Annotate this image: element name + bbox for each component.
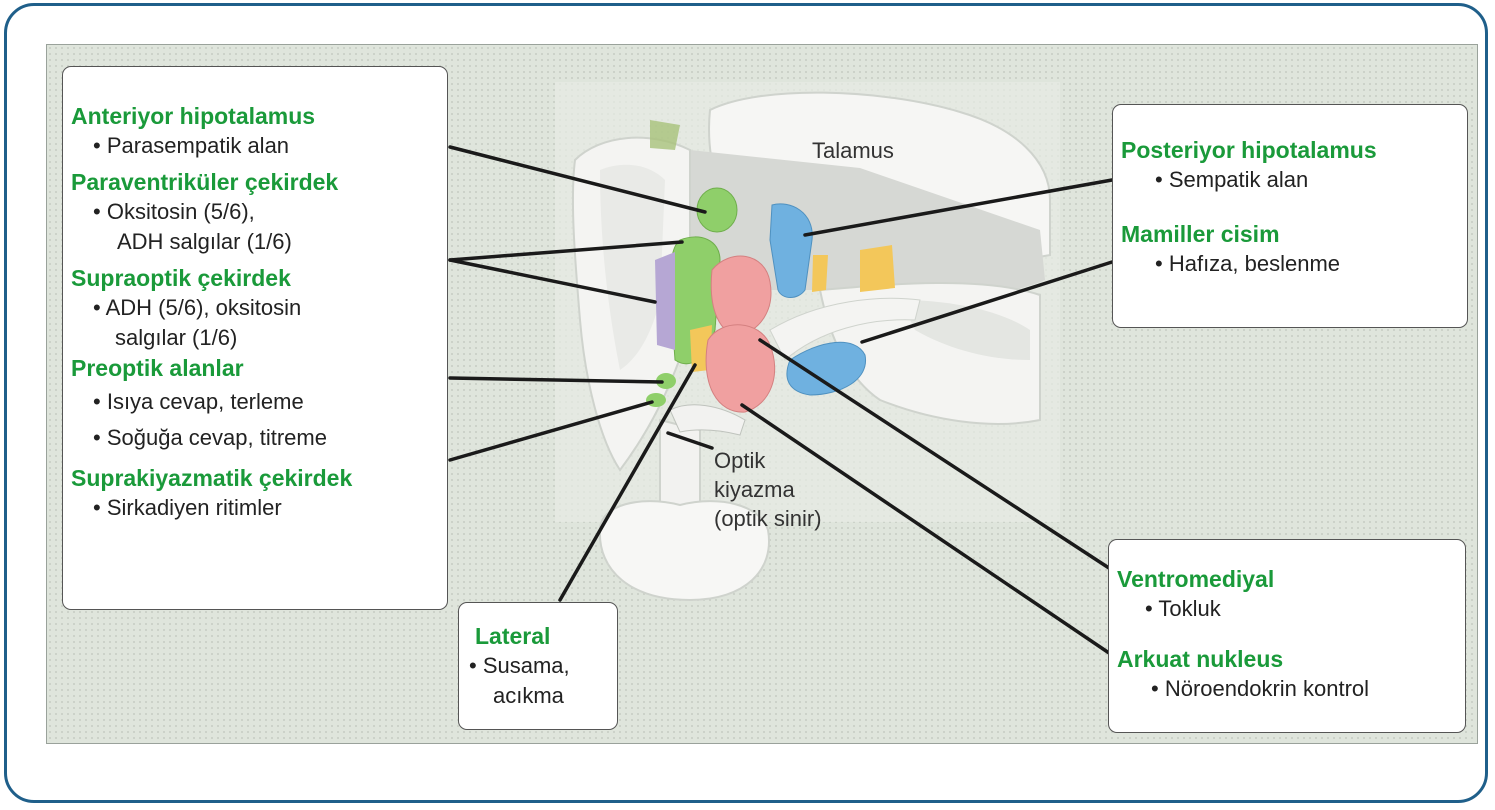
heading-paraventrikuler: Paraventriküler çekirdek (71, 167, 439, 197)
item-suprakiyazmatik-0: • Sirkadiyen ritimler (71, 493, 439, 523)
item-anteriyor-0-text: Parasempatik alan (107, 133, 289, 158)
item-supraoptik-0: • ADH (5/6), oksitosin (71, 293, 439, 323)
heading-lateral: Lateral (467, 621, 609, 651)
item-posteriyor-0-text: Sempatik alan (1169, 167, 1308, 192)
yellow-region-right (860, 245, 895, 292)
yellow-region-mid (812, 255, 828, 292)
talamus-label: Talamus (812, 136, 894, 165)
heading-ventromediyal: Ventromediyal (1117, 564, 1457, 594)
optik-kiyazma-line-1: Optik (714, 446, 822, 475)
item-mamiller-0: • Hafıza, beslenme (1121, 249, 1459, 279)
item-preoptik-1-text: Soğuğa cevap, titreme (107, 425, 327, 450)
callout-top-right: Posteriyor hipotalamus • Sempatik alan M… (1112, 104, 1468, 328)
ventromedial-nucleus (706, 325, 775, 412)
item-paraventrikuler-0-text: Oksitosin (5/6), (107, 199, 255, 224)
item-ventromediyal-0: • Tokluk (1117, 594, 1457, 624)
item-preoptik-1: • Soğuğa cevap, titreme (71, 423, 439, 453)
item-paraventrikuler-cont: ADH salgılar (1/6) (71, 227, 439, 257)
callout-bottom-right: Ventromediyal • Tokluk Arkuat nukleus • … (1108, 539, 1466, 733)
purple-region (655, 252, 675, 350)
item-lateral-0: • Susama, (467, 651, 609, 681)
commissure-shape (650, 120, 680, 150)
heading-mamiller: Mamiller cisim (1121, 219, 1459, 249)
optik-kiyazma-label: Optik kiyazma (optik sinir) (714, 446, 822, 533)
item-ventromediyal-0-text: Tokluk (1158, 596, 1220, 621)
item-mamiller-0-text: Hafıza, beslenme (1169, 251, 1340, 276)
item-suprakiyazmatik-0-text: Sirkadiyen ritimler (107, 495, 282, 520)
heading-posteriyor: Posteriyor hipotalamus (1121, 135, 1459, 165)
suprachiasmatic-nucleus (646, 393, 666, 407)
heading-arkuat: Arkuat nukleus (1117, 644, 1457, 674)
heading-suprakiyazmatik: Suprakiyazmatik çekirdek (71, 463, 439, 493)
callout-left: Anteriyor hipotalamus • Parasempatik ala… (62, 66, 448, 610)
optik-kiyazma-line-3: (optik sinir) (714, 504, 822, 533)
item-anteriyor-0: • Parasempatik alan (71, 131, 439, 161)
heading-anteriyor: Anteriyor hipotalamus (71, 101, 439, 131)
callout-lateral: Lateral • Susama, acıkma (458, 602, 618, 730)
item-arkuat-0-text: Nöroendokrin kontrol (1165, 676, 1369, 701)
item-arkuat-0: • Nöroendokrin kontrol (1117, 674, 1457, 704)
item-lateral-0-text: Susama, (483, 653, 570, 678)
item-preoptik-0-text: Isıya cevap, terleme (107, 389, 304, 414)
heading-supraoptik: Supraoptik çekirdek (71, 263, 439, 293)
item-supraoptik-0-text: ADH (5/6), oksitosin (106, 295, 302, 320)
item-paraventrikuler-0: • Oksitosin (5/6), (71, 197, 439, 227)
heading-preoptik: Preoptik alanlar (71, 353, 439, 383)
item-posteriyor-0: • Sempatik alan (1121, 165, 1459, 195)
optik-kiyazma-line-2: kiyazma (714, 475, 822, 504)
item-supraoptik-cont: salgılar (1/6) (71, 323, 439, 353)
item-preoptik-0: • Isıya cevap, terleme (71, 387, 439, 417)
item-lateral-cont: acıkma (467, 681, 609, 711)
